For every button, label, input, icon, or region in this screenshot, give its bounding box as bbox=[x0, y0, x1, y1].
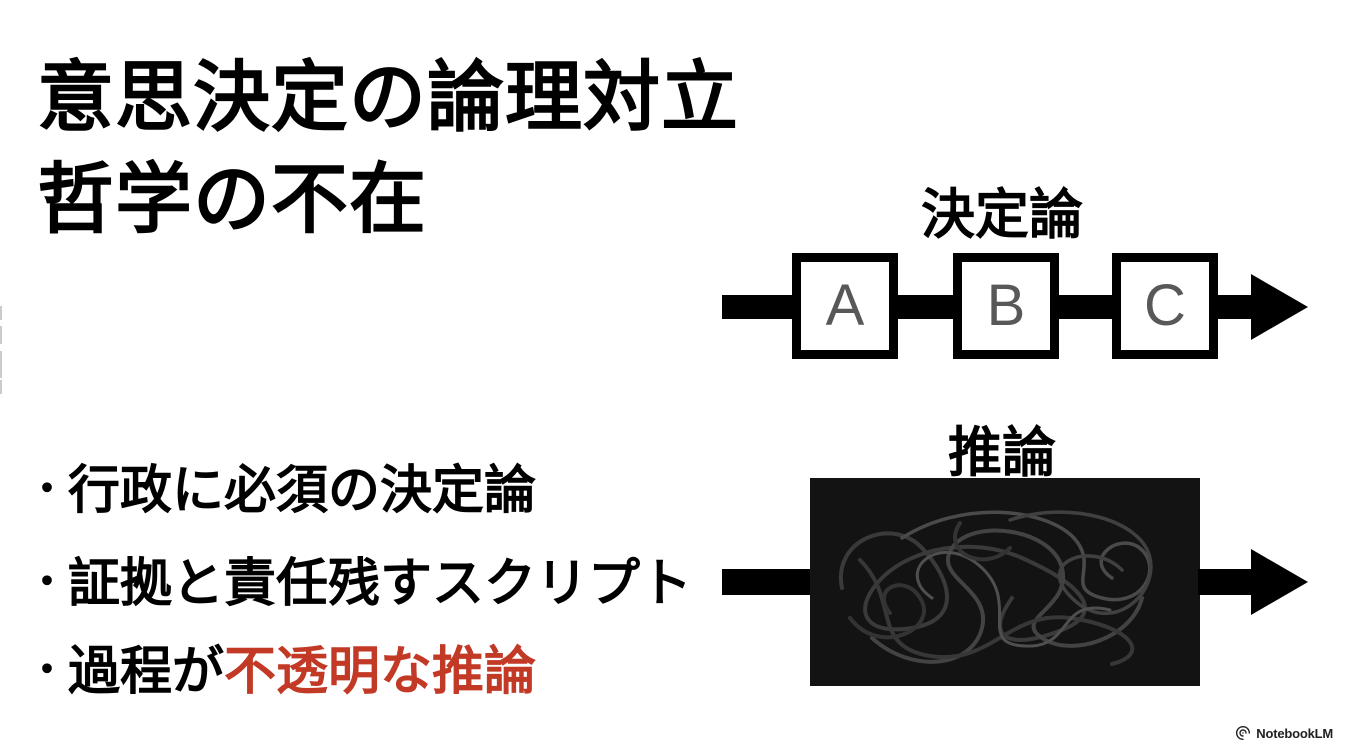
bullet-marker: ・ bbox=[27, 467, 67, 511]
bullet-text-1: 行政に必須の決定論 bbox=[68, 462, 537, 520]
bullet-marker: ・ bbox=[27, 560, 67, 604]
bullet-text-3-red-highlight: 不透明な推論 bbox=[224, 643, 537, 701]
determinism-label: 決定論 bbox=[921, 185, 1083, 245]
inference-arrowhead-icon bbox=[1251, 549, 1308, 615]
flow-box-b: B bbox=[953, 253, 1059, 359]
flow-box-c-label: C bbox=[1144, 273, 1186, 338]
bullet-item-1: ・行政に必須の決定論 bbox=[26, 448, 536, 523]
bullet-marker: ・ bbox=[27, 648, 67, 692]
determinism-arrowhead-icon bbox=[1251, 274, 1308, 340]
left-edge-artifact bbox=[0, 380, 2, 394]
flow-box-b-label: B bbox=[986, 273, 1026, 338]
notebooklm-watermark: NotebookLM bbox=[1235, 722, 1333, 744]
bullet-item-3: ・過程が不透明な推論 bbox=[26, 629, 536, 704]
flow-box-a: A bbox=[792, 253, 898, 359]
slide-title: 意思決定の論理対立 哲学の不在 bbox=[37, 47, 739, 251]
bullet-item-2: ・証拠と責任残すスクリプト bbox=[26, 541, 692, 616]
left-edge-artifact bbox=[0, 351, 2, 378]
slide-title-line-2: 哲学の不在 bbox=[37, 157, 427, 243]
inference-arrow-shaft-right bbox=[1198, 569, 1253, 595]
notebooklm-brand-text: NotebookLM bbox=[1256, 725, 1333, 741]
notebooklm-grain-icon bbox=[1236, 725, 1251, 741]
slide-title-line-1: 意思決定の論理対立 bbox=[37, 55, 739, 141]
flow-box-a-label: A bbox=[825, 273, 865, 338]
inference-arrow-shaft-left bbox=[722, 569, 812, 595]
tangled-lines-graphic bbox=[838, 510, 1153, 666]
inference-label: 推論 bbox=[948, 423, 1056, 483]
left-edge-artifact bbox=[0, 306, 2, 320]
left-edge-artifact bbox=[0, 326, 2, 344]
bullet-text-3-black: 過程が bbox=[68, 643, 225, 701]
inference-black-box bbox=[810, 478, 1200, 686]
bullet-text-2: 証拠と責任残すスクリプト bbox=[68, 555, 693, 613]
flow-box-c: C bbox=[1112, 253, 1218, 359]
